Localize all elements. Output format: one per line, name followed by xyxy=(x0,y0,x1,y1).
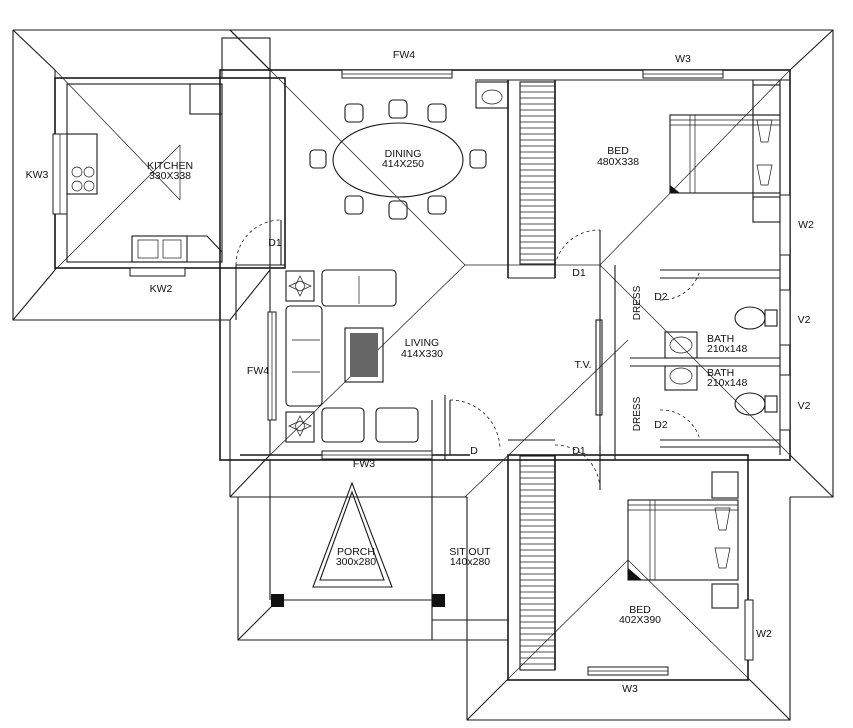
label-w2-top: W2 xyxy=(798,219,814,231)
room-labels: KITCHEN 330X338 DINING 414X250 BED 480X3… xyxy=(147,145,747,626)
living-furniture xyxy=(285,269,603,443)
dining-size: 414X250 xyxy=(382,158,424,170)
label-fw4-top: FW4 xyxy=(393,49,415,61)
windows xyxy=(52,69,791,676)
label-d1-bed-bottom: D1 xyxy=(572,445,586,457)
living-size: 414X330 xyxy=(401,348,443,360)
label-d2-top: D2 xyxy=(654,291,668,303)
label-d1-bed-top: D1 xyxy=(572,267,586,279)
label-kw3: KW3 xyxy=(26,169,49,181)
label-fw4-left: FW4 xyxy=(247,365,269,377)
label-v2-top: V2 xyxy=(798,314,811,326)
dining-table xyxy=(309,99,487,220)
bed-bottom-name: BED xyxy=(629,604,651,616)
doors xyxy=(235,219,701,491)
porch-roof-triangle xyxy=(271,481,445,607)
bath2-size: 210x148 xyxy=(707,377,747,389)
label-fw3: FW3 xyxy=(353,458,375,470)
bed-top-name: BED xyxy=(607,145,629,157)
stairs-top xyxy=(519,81,556,265)
label-d2-bottom: D2 xyxy=(654,419,668,431)
bath1-name: BATH xyxy=(707,333,734,345)
bed-top-size: 480X338 xyxy=(597,156,639,168)
label-dress-bottom: DRESS xyxy=(632,396,643,431)
porch-name: PORCH xyxy=(337,546,375,558)
living-name: LIVING xyxy=(405,337,439,349)
sitout-size: 140x280 xyxy=(450,556,490,568)
kitchen-fixtures xyxy=(66,83,223,263)
bed-top-furniture xyxy=(669,84,781,223)
bed-bottom-furniture xyxy=(627,471,739,609)
label-tv: T.V. xyxy=(574,359,591,371)
kitchen-name: KITCHEN xyxy=(147,160,193,172)
bath-fixtures xyxy=(664,306,778,416)
label-w2-bottom: W2 xyxy=(756,628,772,640)
bath1-size: 210x148 xyxy=(707,343,747,355)
kitchen-size: 330X338 xyxy=(149,170,191,182)
label-w3-top: W3 xyxy=(675,53,691,65)
label-w3-bottom: W3 xyxy=(622,683,638,695)
label-d1-kitchen: D1 xyxy=(268,237,282,249)
bed-bottom-size: 402X390 xyxy=(619,614,661,626)
stairs-bottom xyxy=(519,455,556,671)
label-d-living: D xyxy=(470,445,478,457)
sitout-name: SIT OUT xyxy=(449,546,491,558)
wash-basin-dining xyxy=(475,81,509,109)
dining-name: DINING xyxy=(385,148,422,160)
label-kw2: KW2 xyxy=(150,283,173,295)
label-dress-top: DRESS xyxy=(632,285,643,320)
opening-labels: FW4 W3 KW3 KW2 D1 D1 D2 DRESS W2 V2 T.V.… xyxy=(26,49,814,695)
bath2-name: BATH xyxy=(707,367,734,379)
porch-size: 300x280 xyxy=(336,556,376,568)
label-v2-bottom: V2 xyxy=(798,400,811,412)
